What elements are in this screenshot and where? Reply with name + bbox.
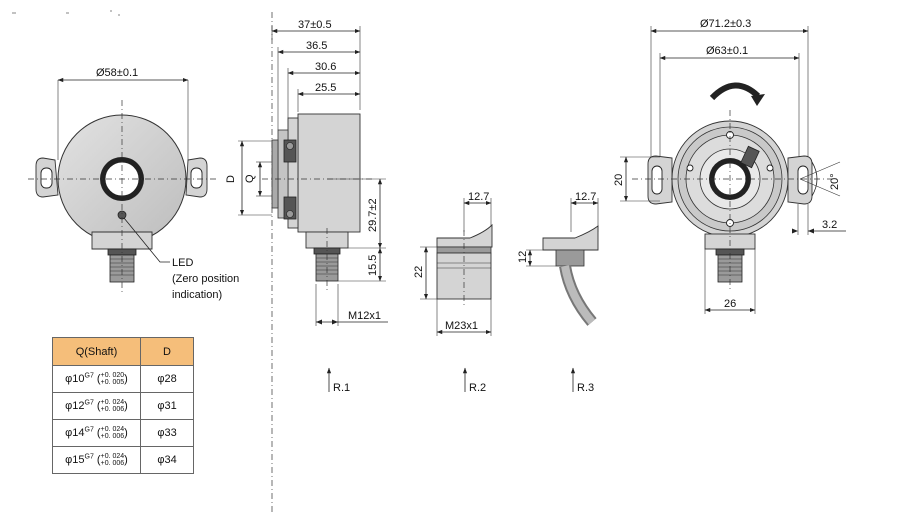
- tolerance: +0. 024+0. 006: [101, 399, 125, 413]
- table-row: φ10G7 (+0. 020+0. 005) φ28: [52, 365, 194, 393]
- dim-m12: M12x1: [348, 310, 381, 322]
- corner-marks: [12, 10, 120, 16]
- dim-20: 20: [613, 174, 625, 186]
- dim-12: 12: [517, 251, 529, 263]
- table-row: φ12G7 (+0. 024+0. 006) φ31: [52, 392, 194, 420]
- dim-15-5: 15.5: [367, 255, 379, 276]
- front-view: Ø58±0.1 LED (Zero position indication): [28, 67, 239, 301]
- table-row: φ14G7 (+0. 024+0. 006) φ33: [52, 419, 194, 447]
- dim-29-7: 29.7±2: [367, 198, 379, 232]
- dim-12-7-b: 12.7: [575, 191, 596, 203]
- tol-upper: +0. 020: [100, 372, 125, 379]
- dim-diameter-71: Ø71.2±0.3: [700, 18, 751, 30]
- tolerance: +0. 020+0. 005: [101, 372, 125, 386]
- tolerance: +0. 024+0. 006: [101, 453, 125, 467]
- tol-upper: +0. 024: [100, 453, 125, 460]
- shaft-size-table: Q(Shaft) D φ10G7 (+0. 020+0. 005) φ28 φ1…: [52, 337, 194, 474]
- table-header-row: Q(Shaft) D: [52, 337, 194, 366]
- led-label-1: LED: [172, 257, 193, 269]
- led-label-3: indication): [172, 289, 222, 301]
- view-r2: 12.7 22 M23x1: [413, 191, 493, 336]
- cell-q: φ12G7 (+0. 024+0. 006): [52, 392, 141, 420]
- fit-class: G7: [84, 372, 94, 380]
- cell-d: φ34: [140, 446, 194, 474]
- dim-diameter-63: Ø63±0.1: [706, 45, 748, 57]
- table-row: φ15G7 (+0. 024+0. 006) φ34: [52, 446, 194, 474]
- shaft-dia: φ12: [65, 399, 85, 412]
- tol-upper: +0. 024: [100, 399, 125, 406]
- view-r3: 12.7 12: [517, 191, 599, 326]
- dim-37: 37±0.5: [298, 19, 332, 31]
- view-arrow-r1: R.1: [326, 367, 350, 394]
- tol-lower: +0. 006: [100, 433, 125, 440]
- side-view: 37±0.5 36.5 30.6 25.5: [225, 19, 388, 326]
- header-q-shaft: Q(Shaft): [52, 337, 141, 366]
- shaft-dia: φ15: [65, 453, 85, 466]
- fit-class: G7: [84, 426, 94, 434]
- dim-Q: Q: [244, 174, 256, 183]
- cell-q: φ14G7 (+0. 024+0. 006): [52, 419, 141, 447]
- view-label-r1: R.1: [333, 382, 350, 394]
- tol-upper: +0. 024: [100, 426, 125, 433]
- shaft-dia: φ14: [65, 426, 85, 439]
- view-label-r3: R.3: [577, 382, 594, 394]
- dim-22: 22: [413, 266, 425, 278]
- cell-d: φ28: [140, 365, 194, 393]
- cell-q: φ10G7 (+0. 020+0. 005): [52, 365, 141, 393]
- tol-lower: +0. 006: [100, 460, 125, 467]
- dim-D: D: [225, 175, 237, 183]
- angle-20: 20°: [829, 173, 841, 190]
- dim-36-5: 36.5: [306, 40, 327, 52]
- shaft-dia: φ10: [65, 372, 85, 385]
- view-label-r2: R.2: [469, 382, 486, 394]
- view-arrow-r3: R.3: [570, 367, 594, 394]
- rear-view: Ø71.2±0.3 Ø63±0.1: [613, 18, 846, 314]
- dim-diameter-58: Ø58±0.1: [96, 67, 138, 79]
- tolerance: +0. 024+0. 006: [101, 426, 125, 440]
- fit-class: G7: [84, 399, 94, 407]
- cell-q: φ15G7 (+0. 024+0. 006): [52, 446, 141, 474]
- dim-3-2: 3.2: [822, 219, 837, 231]
- tol-lower: +0. 005: [100, 379, 125, 386]
- dim-m23: M23x1: [445, 320, 478, 332]
- dim-25-5: 25.5: [315, 82, 336, 94]
- fit-class: G7: [84, 453, 94, 461]
- tol-lower: +0. 006: [100, 406, 125, 413]
- dim-26: 26: [724, 298, 736, 310]
- dim-30-6: 30.6: [315, 61, 336, 73]
- cell-d: φ31: [140, 392, 194, 420]
- led-label-2: (Zero position: [172, 273, 239, 285]
- cell-d: φ33: [140, 419, 194, 447]
- dim-12-7-a: 12.7: [468, 191, 489, 203]
- view-arrow-r2: R.2: [462, 367, 486, 394]
- header-d: D: [140, 337, 194, 366]
